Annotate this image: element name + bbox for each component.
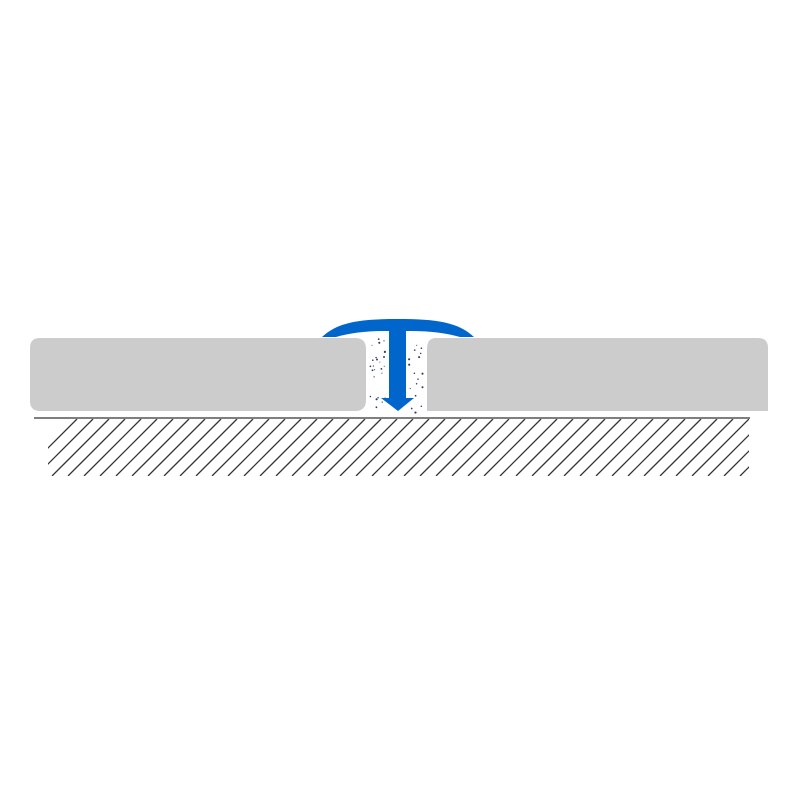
hatch-line bbox=[451, 419, 510, 476]
adhesive-dot bbox=[371, 344, 373, 346]
adhesive-dot bbox=[408, 358, 411, 361]
hatch-line bbox=[48, 419, 94, 465]
adhesive-dot bbox=[383, 340, 385, 342]
adhesive-dot bbox=[418, 356, 421, 359]
adhesive-dot bbox=[374, 369, 376, 371]
hatch-line bbox=[515, 419, 574, 476]
hatch-line bbox=[323, 419, 382, 476]
adhesive-dot bbox=[379, 361, 381, 363]
hatch-line bbox=[147, 419, 206, 476]
adhesive-dot bbox=[414, 394, 417, 397]
adhesive-dot bbox=[413, 372, 416, 375]
adhesive-dot bbox=[369, 365, 372, 368]
hatch-line bbox=[67, 419, 126, 476]
hatch-line bbox=[339, 419, 398, 476]
hatch-line bbox=[499, 419, 558, 476]
hatch-line bbox=[179, 419, 238, 476]
adhesive-dot bbox=[420, 347, 423, 349]
adhesive-dot bbox=[377, 396, 379, 399]
t-profile-foot-arrow bbox=[381, 398, 414, 411]
hatch-line bbox=[691, 419, 749, 476]
hatch-line bbox=[115, 419, 174, 476]
hatch-line bbox=[48, 419, 78, 449]
hatch-line bbox=[51, 419, 110, 476]
hatch-line bbox=[675, 419, 734, 476]
hatch-line bbox=[371, 419, 430, 476]
adhesive-dot bbox=[417, 378, 419, 380]
hatch-line bbox=[772, 419, 800, 476]
t-profile bbox=[322, 319, 474, 411]
hatch-pattern bbox=[48, 419, 800, 476]
hatch-line bbox=[723, 450, 749, 476]
hatch-line bbox=[419, 419, 478, 476]
adhesive-dot bbox=[375, 398, 378, 401]
hatch-line bbox=[643, 419, 702, 476]
hatch-line bbox=[627, 419, 686, 476]
hatch-line bbox=[547, 419, 606, 476]
adhesive-dot bbox=[421, 372, 424, 375]
adhesive-dot bbox=[383, 365, 385, 367]
adhesive-dot bbox=[419, 352, 422, 355]
hatch-line bbox=[483, 419, 542, 476]
adhesive-dot bbox=[408, 363, 411, 366]
adhesive-dot bbox=[409, 388, 411, 390]
hatch-line bbox=[211, 419, 270, 476]
hatch-line bbox=[291, 419, 350, 476]
hatch-line bbox=[531, 419, 590, 476]
adhesive-dot bbox=[371, 369, 374, 372]
hatch-line bbox=[756, 419, 800, 476]
hatch-line bbox=[563, 419, 622, 476]
adhesive-dot bbox=[380, 367, 383, 370]
adhesive-dot bbox=[421, 386, 424, 389]
hatch-line bbox=[579, 419, 638, 476]
adhesive-dot bbox=[410, 407, 413, 410]
hatch-line bbox=[595, 419, 654, 476]
hatch-line bbox=[788, 419, 800, 476]
adhesive-dot bbox=[372, 359, 374, 361]
adhesive-dots bbox=[369, 338, 424, 414]
adhesive-dot bbox=[378, 341, 381, 344]
adhesive-dot bbox=[413, 349, 416, 351]
left-floor-panel bbox=[30, 338, 366, 411]
adhesive-dot bbox=[377, 338, 380, 340]
hatch-line bbox=[707, 434, 749, 476]
hatch-line bbox=[355, 419, 414, 476]
hatch-line bbox=[163, 419, 222, 476]
hatch-line bbox=[307, 419, 366, 476]
adhesive-dot bbox=[415, 383, 418, 385]
adhesive-dot bbox=[375, 356, 377, 359]
adhesive-dot bbox=[416, 344, 418, 346]
hatch-line bbox=[83, 419, 142, 476]
adhesive-dot bbox=[414, 411, 417, 414]
adhesive-dot bbox=[381, 401, 383, 403]
subfloor-hatched bbox=[34, 417, 800, 476]
t-profile-stem bbox=[389, 328, 406, 401]
adhesive-dot bbox=[383, 356, 385, 358]
hatch-line bbox=[739, 466, 749, 476]
adhesive-dot bbox=[369, 395, 372, 398]
hatch-line bbox=[659, 419, 718, 476]
right-floor-panel bbox=[427, 338, 768, 411]
adhesive-dot bbox=[372, 365, 375, 367]
hatch-line bbox=[195, 419, 254, 476]
hatch-line bbox=[403, 419, 462, 476]
adhesive-dot bbox=[420, 405, 423, 408]
adhesive-dot bbox=[375, 406, 378, 409]
hatch-line bbox=[611, 419, 670, 476]
hatch-line bbox=[99, 419, 158, 476]
adhesive-dot bbox=[383, 350, 386, 353]
hatch-line bbox=[227, 419, 286, 476]
hatch-line bbox=[259, 419, 318, 476]
hatch-line bbox=[435, 419, 494, 476]
adhesive-dot bbox=[373, 376, 375, 378]
hatch-line bbox=[387, 419, 446, 476]
hatch-line bbox=[243, 419, 302, 476]
hatch-line bbox=[275, 419, 334, 476]
hatch-line bbox=[467, 419, 526, 476]
adhesive-dot bbox=[376, 358, 378, 361]
adhesive-dot bbox=[381, 372, 383, 374]
hatch-line bbox=[131, 419, 190, 476]
